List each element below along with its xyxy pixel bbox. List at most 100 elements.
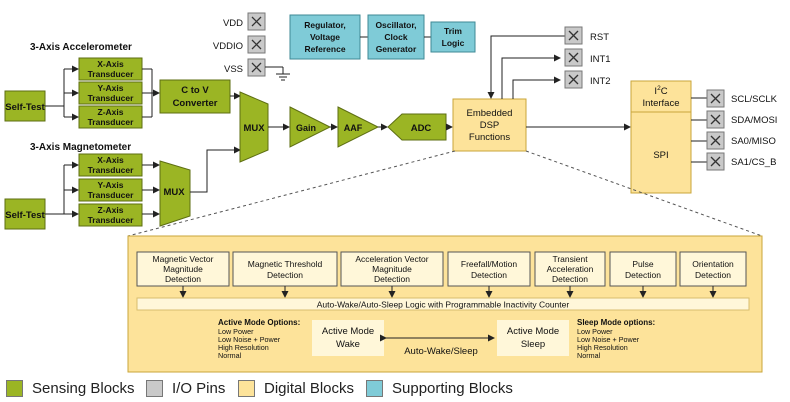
legend-item-supporting: Supporting Blocks (366, 380, 513, 397)
trim-logic-block: Trim Logic (430, 21, 476, 53)
active-sleep-label-2: Sleep (521, 339, 545, 350)
scl-pin (706, 89, 725, 108)
function-transient-3: Detection (552, 274, 588, 284)
legend-swatch-supporting (366, 380, 383, 397)
auto-logic-label: Auto-Wake/Auto-Sleep Logic with Programm… (317, 300, 570, 310)
aaf-filter: AAF (337, 106, 380, 148)
mag-z-label-1: Z-Axis (98, 205, 124, 215)
legend: Sensing Blocks I/O Pins Digital Blocks S… (0, 378, 790, 400)
sa1-label: SA1/CS_B (731, 157, 776, 168)
sleep-option-3: High Resolution (577, 343, 628, 352)
vddio-pin (247, 35, 266, 54)
c-to-v-converter: C to V Converter (159, 79, 231, 114)
i2c-label-2: Interface (643, 98, 680, 109)
legend-item-io: I/O Pins (146, 380, 225, 397)
trim-label-1: Trim (444, 26, 462, 36)
accel-y-label-1: Y-Axis (98, 83, 124, 93)
accelerometer-title: 3-Axis Accelerometer (30, 42, 132, 53)
sleep-option-4: Normal (577, 351, 601, 360)
function-orientation-1: Orientation (692, 259, 734, 269)
accel-z-label-2: Transducer (88, 117, 135, 127)
legend-label-supporting: Supporting Blocks (392, 380, 513, 397)
function-magnetic-vector-3: Detection (165, 274, 201, 284)
legend-item-digital: Digital Blocks (238, 380, 354, 397)
block-diagram: 3-Axis Accelerometer Self-Test X-Axis Tr… (4, 12, 778, 373)
sa0-label: SA0/MISO (731, 136, 776, 147)
int2-label: INT2 (590, 76, 611, 87)
expansion-line-left (127, 150, 456, 237)
legend-swatch-digital (238, 380, 255, 397)
accel-self-test-block: Self-Test (4, 90, 46, 122)
sa1-pin (706, 152, 725, 171)
ground-icon (265, 66, 290, 81)
trim-label-2: Logic (442, 38, 465, 48)
mag-x-label-1: X-Axis (97, 155, 124, 165)
active-mode-sleep-block: Active Mode Sleep (497, 320, 569, 356)
c-to-v-label-2: Converter (173, 98, 218, 109)
regulator-label-3: Reference (304, 44, 345, 54)
int2-pin (564, 70, 583, 89)
sa0-pin (706, 131, 725, 150)
main-mux: MUX (239, 91, 269, 163)
active-sleep-label-1: Active Mode (507, 326, 559, 337)
function-transient: Transient Acceleration Detection (534, 251, 606, 287)
auto-wake-sleep-logic-bar: Auto-Wake/Auto-Sleep Logic with Programm… (136, 297, 750, 311)
function-freefall-motion-2: Detection (471, 270, 507, 280)
accel-self-test-label: Self-Test (5, 102, 45, 113)
legend-label-io: I/O Pins (172, 380, 226, 397)
accel-z-label-1: Z-Axis (98, 107, 124, 117)
mag-z-label-2: Transducer (88, 215, 135, 225)
dsp-label-2: DSP (480, 120, 500, 131)
rst-pin (564, 26, 583, 45)
oscillator-label-2: Clock (384, 32, 407, 42)
function-transient-2: Acceleration (547, 264, 594, 274)
mag-self-test-label: Self-Test (5, 210, 45, 221)
scl-label: SCL/SCLK (731, 94, 778, 105)
active-option-4: Normal (218, 351, 242, 360)
sleep-options-title: Sleep Mode options: (577, 318, 655, 327)
legend-item-sensing: Sensing Blocks (6, 380, 135, 397)
accel-y-transducer: Y-Axis Transducer (78, 81, 143, 105)
function-acceleration-vector-2: Magnitude (372, 264, 412, 274)
dsp-block: Embedded DSP Functions (452, 98, 527, 152)
legend-swatch-io (146, 380, 163, 397)
rst-label: RST (590, 32, 609, 43)
legend-label-digital: Digital Blocks (264, 380, 355, 397)
function-acceleration-vector-3: Detection (374, 274, 410, 284)
function-acceleration-vector-1: Acceleration Vector (355, 254, 428, 264)
mag-y-transducer: Y-Axis Transducer (78, 178, 143, 202)
int1-pin (564, 48, 583, 67)
legend-swatch-sensing (6, 380, 23, 397)
mag-self-test-block: Self-Test (4, 198, 46, 230)
legend-label-sensing: Sensing Blocks (32, 380, 135, 397)
active-option-3: High Resolution (218, 343, 269, 352)
mag-mux-label: MUX (163, 187, 185, 198)
oscillator-block: Oscillator, Clock Generator (367, 14, 425, 60)
main-mux-label: MUX (243, 123, 265, 134)
accel-z-transducer: Z-Axis Transducer (78, 105, 143, 129)
function-acceleration-vector: Acceleration Vector Magnitude Detection (340, 251, 444, 287)
aaf-label: AAF (344, 123, 363, 133)
active-option-1: Low Power (218, 327, 254, 336)
active-wake-label-1: Active Mode (322, 326, 374, 337)
regulator-label-2: Voltage (310, 32, 340, 42)
c-to-v-label-1: C to V (181, 85, 209, 96)
active-option-2: Low Noise + Power (218, 335, 281, 344)
accel-x-transducer: X-Axis Transducer (78, 57, 143, 81)
dsp-label-3: Functions (469, 132, 510, 143)
regulator-label-1: Regulator, (304, 20, 346, 30)
function-freefall-motion: Freefall/Motion Detection (447, 251, 531, 287)
dsp-label-1: Embedded (467, 108, 513, 119)
mag-z-transducer: Z-Axis Transducer (78, 203, 143, 227)
sda-pin (706, 110, 725, 129)
function-orientation-2: Detection (695, 270, 731, 280)
adc-label: ADC (411, 123, 432, 134)
mag-y-label-1: Y-Axis (98, 180, 124, 190)
sleep-option-1: Low Power (577, 327, 613, 336)
regulator-block: Regulator, Voltage Reference (289, 14, 361, 60)
vdd-label: VDD (223, 18, 243, 29)
function-magnetic-threshold-2: Detection (267, 270, 303, 280)
gain-amplifier: Gain (289, 106, 332, 148)
active-options-title: Active Mode Options: (218, 318, 300, 327)
function-pulse-2: Detection (625, 270, 661, 280)
